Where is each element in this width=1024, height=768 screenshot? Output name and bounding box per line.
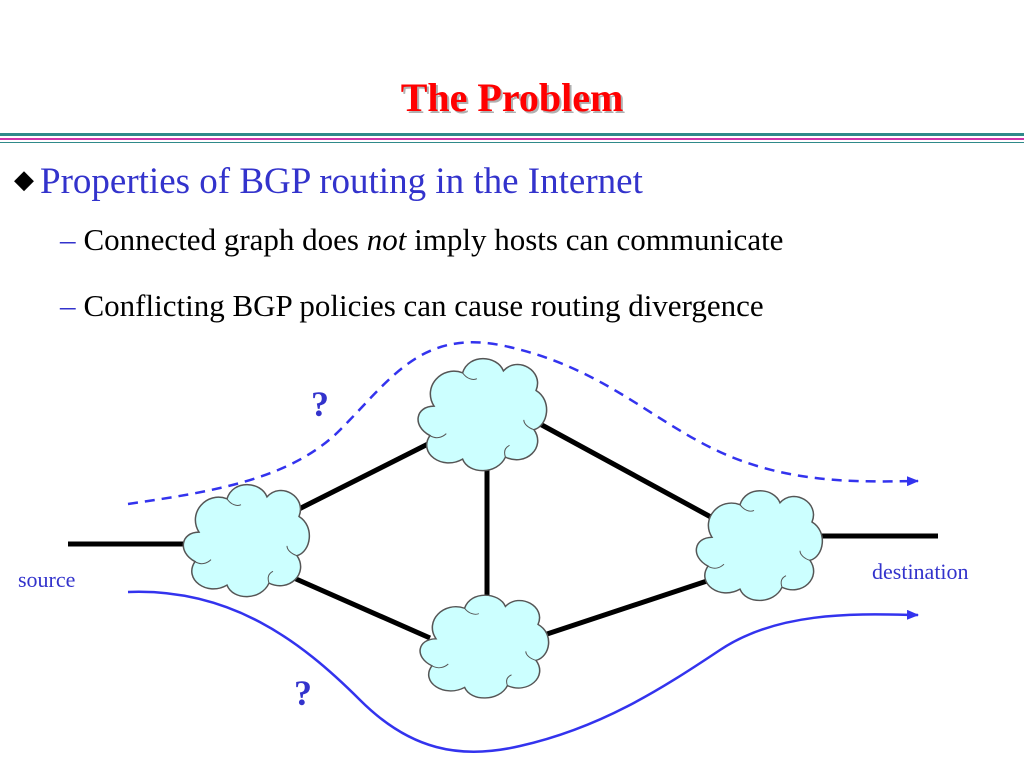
solid-route-path (127, 590, 919, 753)
question-mark-top: ? (311, 384, 329, 424)
title-rule-purple (0, 138, 1024, 140)
title-rule-teal-thin (0, 142, 1024, 143)
cloud-node-bottom (419, 594, 550, 699)
bullet-main: ◆Properties of BGP routing in the Intern… (14, 160, 643, 203)
cloud-node-right (695, 490, 824, 602)
title-rule-teal (0, 133, 1024, 136)
diamond-bullet-icon: ◆ (14, 165, 34, 194)
slide-title: The Problem (400, 75, 624, 120)
source-label: source (18, 567, 75, 592)
bullet-main-text: Properties of BGP routing in the Interne… (40, 161, 643, 202)
sub-bullet-2-text: Conflicting BGP policies can cause routi… (83, 288, 764, 323)
link-left-bottom (285, 572, 432, 641)
destination-label: destination (872, 559, 969, 584)
link-left-top (295, 441, 430, 513)
dashed-route-path (127, 341, 919, 506)
sub-bullet-1-text-before: Connected graph does (83, 222, 367, 257)
sub-bullet-1-emphasis: not (366, 222, 407, 257)
dash-bullet-icon: – (60, 222, 76, 257)
sub-bullet-1-text-after: imply hosts can communicate (406, 222, 784, 257)
cloud-node-top (417, 357, 548, 472)
link-top-right (538, 421, 722, 525)
sub-bullet-2: –Conflicting BGP policies can cause rout… (60, 288, 764, 324)
dash-bullet-icon: – (60, 288, 76, 323)
link-bottom-right (537, 577, 711, 640)
sub-bullet-1: –Connected graph does not imply hosts ca… (60, 222, 783, 258)
question-mark-bottom: ? (294, 673, 312, 713)
cloud-node-left (182, 483, 311, 598)
